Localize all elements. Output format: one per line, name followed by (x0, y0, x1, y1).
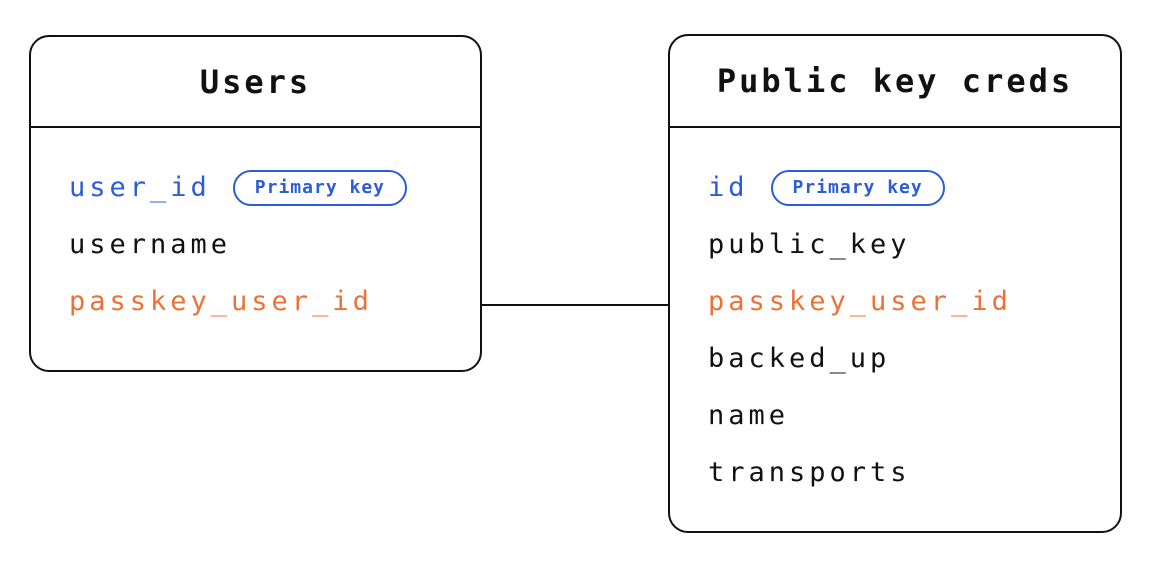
field-name: passkey_user_id (69, 286, 373, 317)
field-name: user_id (69, 172, 211, 203)
field-row: name (670, 387, 1120, 444)
field-row: backed_up (670, 330, 1120, 387)
table-body-public-key-creds: id Primary key public_key passkey_user_i… (670, 128, 1120, 501)
table-title-public-key-creds: Public key creds (716, 62, 1074, 100)
primary-key-badge: Primary key (770, 169, 945, 206)
table-body-users: user_id Primary key username passkey_use… (31, 128, 480, 330)
field-name: name (708, 400, 790, 431)
relationship-connector-line (482, 304, 668, 306)
primary-key-badge: Primary key (232, 169, 408, 206)
field-name: passkey_user_id (708, 286, 1012, 317)
table-node-users: Users user_id Primary key username passk… (29, 35, 482, 372)
field-row: user_id Primary key (31, 159, 480, 216)
table-header: Public key creds (670, 36, 1120, 128)
field-name: id (708, 172, 749, 203)
field-name: username (69, 229, 232, 260)
table-title-users: Users (199, 62, 312, 101)
table-node-public-key-creds: Public key creds id Primary key public_k… (668, 34, 1122, 533)
table-header: Users (31, 37, 480, 128)
field-name: transports (708, 457, 911, 488)
field-row: transports (670, 444, 1120, 501)
field-name: backed_up (708, 343, 891, 374)
field-row: passkey_user_id (670, 273, 1120, 330)
field-row: username (31, 216, 480, 273)
field-row: id Primary key (670, 159, 1120, 216)
field-name: public_key (708, 229, 911, 260)
field-row: public_key (670, 216, 1120, 273)
field-row: passkey_user_id (31, 273, 480, 330)
